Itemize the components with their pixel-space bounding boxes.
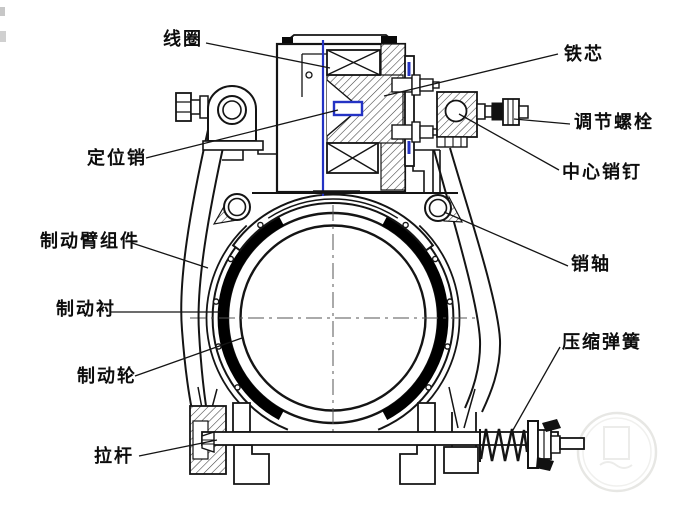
magnet-studs	[391, 74, 440, 143]
scan-smudges	[0, 7, 6, 42]
armature-end-plate	[404, 55, 415, 167]
center-pin-hole	[444, 99, 468, 123]
centerlines	[190, 205, 478, 440]
coil-windings	[326, 49, 381, 174]
mounting-feet	[232, 402, 479, 485]
electromagnet	[275, 34, 440, 196]
label-brake-arm-assembly: 制动臂组件	[40, 231, 140, 251]
cap-tab-right	[381, 36, 397, 43]
watermark-seal	[576, 411, 658, 493]
label-coil: 线圈	[163, 29, 203, 49]
magnet-top-cap	[280, 34, 400, 45]
left-arm-pin	[212, 193, 251, 225]
tie-rod	[201, 431, 559, 453]
locating-pin-part	[332, 100, 364, 117]
top-shoe-band	[231, 193, 435, 252]
center-pin-bracket	[436, 91, 478, 148]
leader-lines	[111, 42, 571, 457]
left-bolt-head	[175, 92, 192, 122]
spring-flange	[527, 420, 539, 469]
compression-spring-assembly	[479, 419, 585, 471]
label-adjusting-bolt: 调节螺栓	[574, 112, 654, 132]
label-locating-pin: 定位销	[87, 148, 147, 168]
right-arm-pin	[424, 194, 464, 223]
adjusting-bolt-assembly	[476, 98, 529, 126]
cap-tab-left	[282, 37, 293, 44]
spring-coils	[479, 428, 529, 462]
label-brake-wheel: 制动轮	[77, 366, 137, 386]
label-iron-core: 铁芯	[564, 44, 604, 64]
label-compression-spring: 压缩弹簧	[562, 332, 642, 352]
label-brake-lining: 制动衬	[56, 299, 116, 319]
lining-rivets	[212, 221, 454, 391]
brake-wheel-circles	[226, 211, 440, 425]
label-pull-rod: 拉杆	[94, 446, 134, 466]
left-pivot-bracket	[175, 85, 264, 151]
label-pin-shaft: 销轴	[571, 254, 611, 274]
spring-rod-tip	[559, 437, 585, 450]
label-center-pin: 中心销钉	[562, 162, 642, 182]
